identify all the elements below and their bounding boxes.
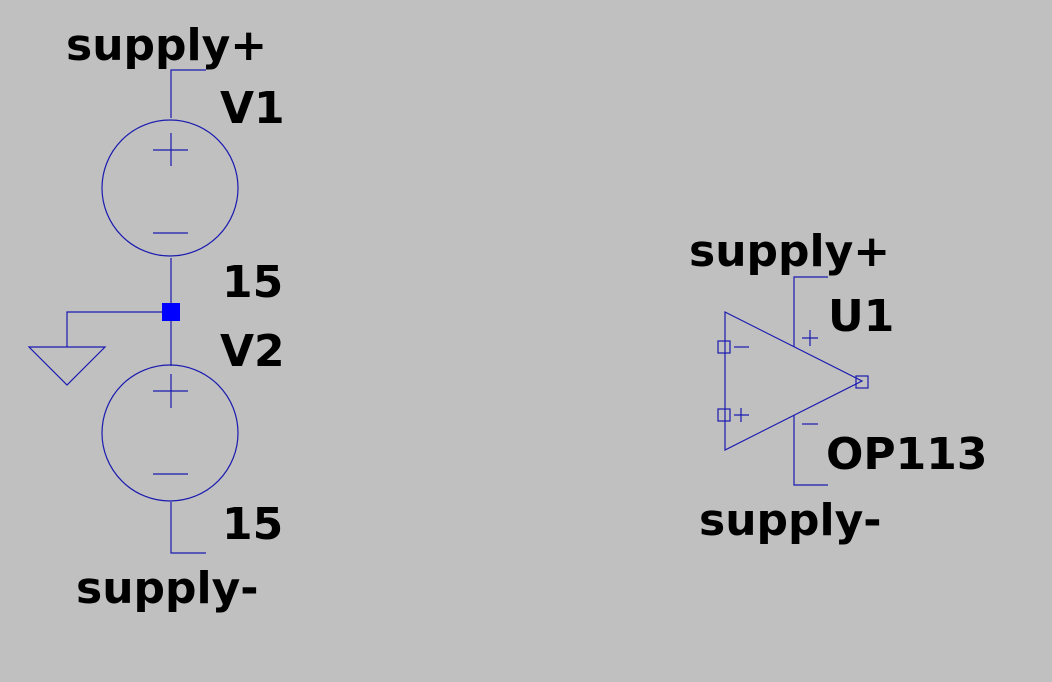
opamp-vplus-sign (802, 330, 818, 346)
supply-plus-wire[interactable] (170, 69, 206, 118)
opamp-output-pin[interactable] (855, 375, 869, 389)
v2-name-label: V2 (220, 326, 285, 377)
v1-plus-sign (153, 133, 188, 166)
junction-node[interactable] (162, 303, 180, 321)
net-label-supply-minus-opamp: supply- (699, 495, 882, 546)
net-label-supply-plus-left: supply+ (66, 20, 267, 71)
ground-icon (27, 346, 107, 386)
opamp-inverting-input-pin[interactable] (717, 340, 731, 354)
v1-symbol-circle (101, 119, 239, 257)
net-label-supply-minus-left: supply- (76, 563, 259, 614)
v1-name-label: V1 (220, 83, 285, 134)
v2-symbol-circle (101, 364, 239, 502)
opamp-noninverting-sign (734, 408, 749, 422)
opamp-vminus-wire[interactable] (793, 415, 828, 486)
opamp-name-label: U1 (828, 291, 894, 342)
v1-value-label: 15 (222, 257, 283, 308)
opamp-model-label: OP113 (826, 429, 988, 480)
supply-minus-wire[interactable] (170, 502, 206, 554)
v2-value-label: 15 (222, 499, 283, 550)
net-label-supply-plus-opamp: supply+ (689, 226, 890, 277)
opamp-icon[interactable] (717, 276, 869, 486)
voltage-source-v1[interactable] (101, 119, 239, 257)
opamp-noninverting-input-pin[interactable] (717, 408, 731, 422)
ground-wire[interactable] (66, 311, 171, 347)
voltage-source-v2[interactable] (101, 364, 239, 502)
opamp-vplus-wire[interactable] (793, 276, 828, 347)
v2-plus-sign (153, 374, 188, 408)
